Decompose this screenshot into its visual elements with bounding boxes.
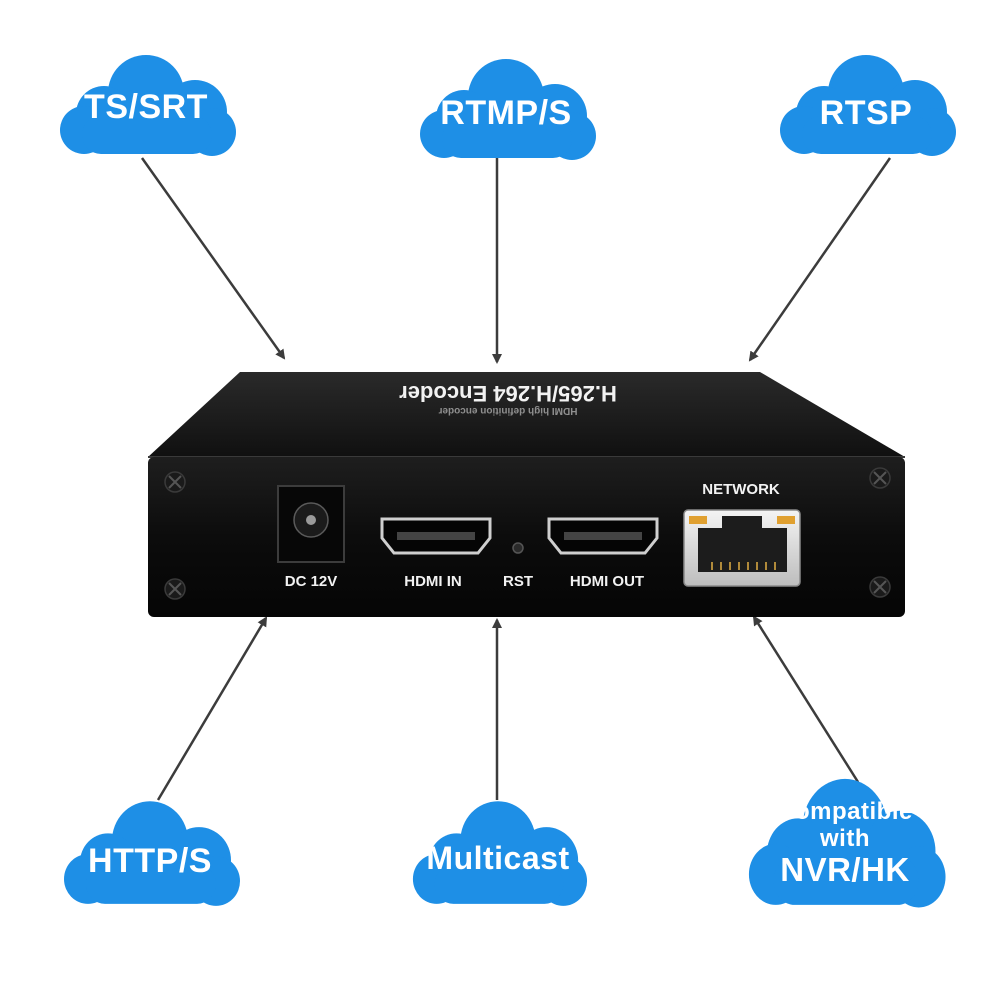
cloud-multicast: Multicast [405,794,591,908]
cloud-icon [412,801,588,906]
screw-icon [869,576,891,598]
network-label: NETWORK [702,481,780,498]
device-top-face [148,372,905,457]
rtmp-s-label: RTMP/S [440,94,572,132]
ethernet-port[interactable] [683,509,801,587]
dc-12v-label: DC 12V [285,573,338,590]
device-top-subtitle: HDMI high definition encoder [438,405,577,416]
compatible-line-2: with [820,825,870,852]
arrow-ts-srt [140,157,286,360]
compatible-line-1: Compatible [777,798,913,825]
ts-srt-label: TS/SRT [84,88,208,126]
cloud-icon [780,55,956,156]
cloud-compatible-nvr: Compatible with NVR/HK [740,770,950,910]
arrow-http [156,616,268,801]
hdmi-out-label: HDMI OUT [570,573,644,590]
screw-icon [164,471,186,493]
compatible-line-3: NVR/HK [780,851,910,888]
hdmi-in-port[interactable] [380,517,492,555]
compatible-nvr-label: Compatible with NVR/HK [740,798,950,888]
http-s-label: HTTP/S [88,842,212,880]
rst-label: RST [503,573,533,590]
cloud-http-s: HTTP/S [56,794,244,908]
cloud-rtsp: RTSP [772,48,960,158]
hdmi-out-port[interactable] [547,517,659,555]
multicast-label: Multicast [426,840,570,876]
dc-power-jack[interactable] [277,485,345,563]
cloud-icon [64,801,240,906]
cloud-icon [60,55,236,156]
rtsp-label: RTSP [819,94,913,132]
cloud-rtmp-s: RTMP/S [412,52,600,162]
cloud-icon [420,59,596,160]
screw-icon [869,467,891,489]
screw-icon [164,578,186,600]
arrow-rtsp [748,157,892,362]
arrow-nvr [752,615,860,783]
cloud-icon [748,778,946,908]
cloud-ts-srt: TS/SRT [52,48,240,158]
reset-button[interactable] [512,542,524,554]
device-top-title: H.265/H.264 Encoder [399,381,617,406]
hdmi-in-label: HDMI IN [404,573,462,590]
